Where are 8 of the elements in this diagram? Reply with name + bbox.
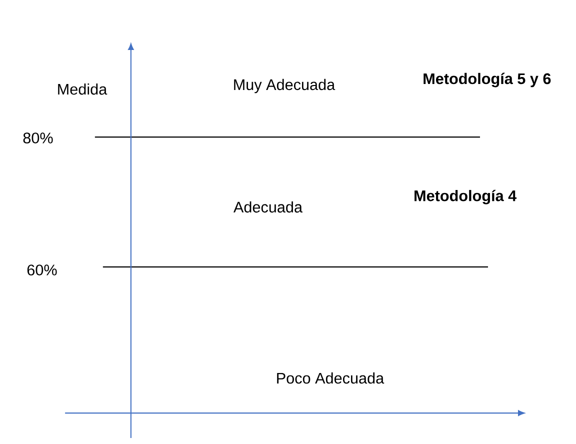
axis-label: 60% <box>27 264 57 276</box>
axis-label: Adecuada <box>234 201 303 213</box>
axis-label: 80% <box>23 132 53 144</box>
axis-label: Metodología 5 y 6 <box>424 72 551 88</box>
axis-label: Muy Adecuada <box>234 78 336 94</box>
axis-label: Poco Adecuada <box>277 372 384 384</box>
axis-label: Medida <box>58 83 108 95</box>
axis-label: Metodología 4 <box>414 190 517 204</box>
